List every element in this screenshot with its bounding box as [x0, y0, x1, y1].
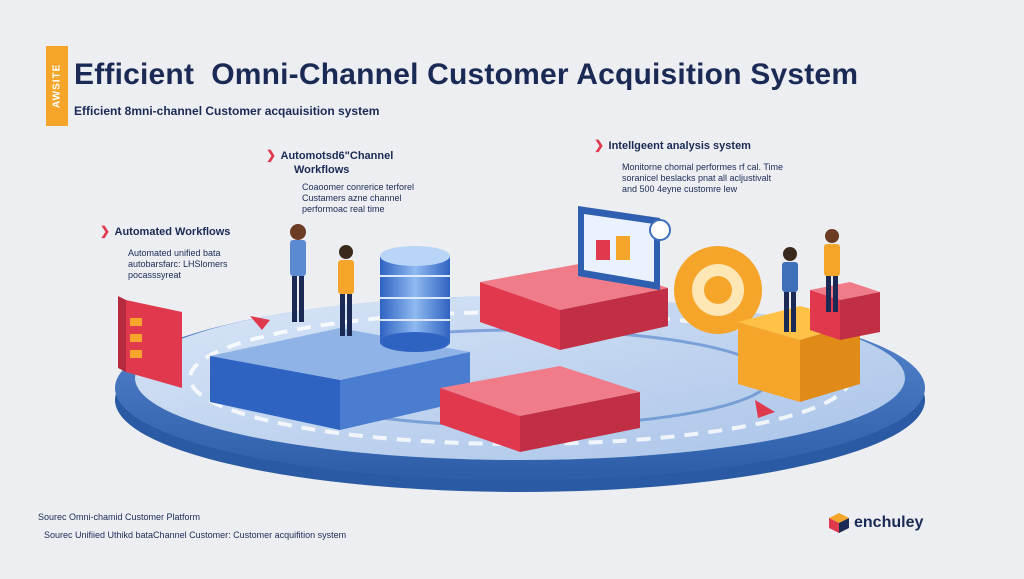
right-red-pedestal — [810, 282, 880, 340]
callout-line: soranicel beslacks pnat all acljustivalt — [622, 173, 772, 183]
callout-line: autobarsfarc: LHSlomers — [128, 259, 228, 269]
callout-title-line2: Workflows — [294, 164, 350, 176]
left-red-panel — [118, 296, 182, 388]
brand-name: enchuley — [854, 514, 924, 531]
callout-line: Automated unified bata — [128, 248, 221, 258]
callout-line: pocasssyreat — [128, 270, 182, 280]
database-cylinder — [380, 246, 450, 352]
callout-automated-workflows: ❯ Automated Workflows Automated unified … — [100, 222, 230, 281]
callout-title: Automotsd6"Channel — [280, 150, 394, 162]
callout-line: Custamers azne channel — [302, 193, 402, 203]
callout-line: Coaoomer conrerice terforel — [302, 182, 415, 192]
monitor-screen — [578, 206, 671, 290]
analysis-ring — [674, 246, 762, 334]
page-title: Efficient Omni-Channel Customer Acquisit… — [74, 58, 859, 91]
center-red-blocks — [440, 262, 668, 452]
callout-arrow-icon: ❯ — [100, 224, 111, 238]
callout-line: and 500 4eyne customre lew — [622, 184, 738, 194]
people-figures — [290, 224, 840, 336]
callout-title: Automated Workflows — [114, 226, 231, 238]
callout-intelligent-analysis: ❯ Intellgeent analysis system Monitorne … — [594, 136, 783, 195]
callout-arrow-icon: ❯ — [266, 148, 277, 162]
page-subtitle: Efficient 8mni-channel Customer acqauisi… — [74, 104, 380, 118]
cube-logo-icon — [829, 513, 849, 533]
callout-title: Intellgeent analysis system — [608, 140, 751, 152]
callout-line: Monitorne chomal performes rf cal. Time — [622, 162, 784, 172]
source-line: Sourec Omni-chamid Customer Platform — [38, 512, 201, 522]
callout-line: performoac real time — [302, 204, 385, 214]
callout-channel-workflows: ❯ Automotsd6"Channel Workflows Coaoomer … — [266, 146, 414, 215]
callout-arrow-icon: ❯ — [594, 138, 605, 152]
source-line: Sourec Unifiied Uthikd bataChannel Custo… — [44, 530, 347, 540]
brand-logo: enchuley — [828, 512, 923, 534]
